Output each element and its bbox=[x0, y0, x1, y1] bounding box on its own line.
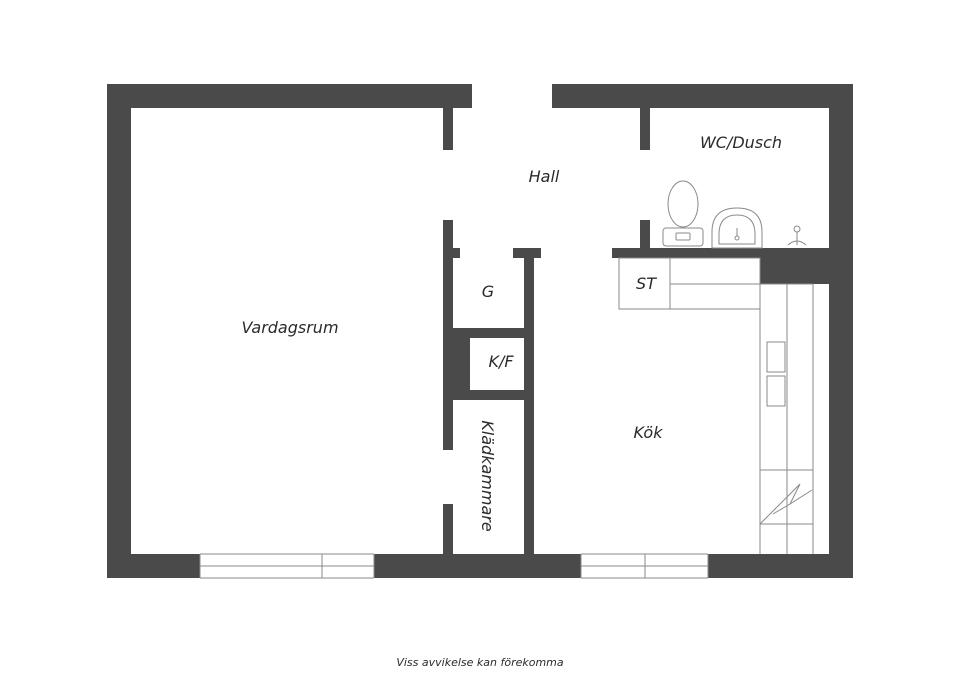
wall-g-bottom bbox=[453, 328, 524, 338]
room-labels: Vardagsrum Hall WC/Dusch G ST K/F Klädka… bbox=[241, 133, 782, 532]
wall-wc-corner bbox=[760, 258, 829, 284]
wall-closets-left-upper bbox=[443, 220, 453, 450]
wall-g-top-left bbox=[453, 248, 460, 258]
label-kladkammare: Klädkammare bbox=[478, 420, 497, 532]
disclaimer-text: Viss avvikelse kan förekomma bbox=[396, 656, 564, 669]
window-vardagsrum bbox=[199, 553, 375, 579]
wall-hall-left-stub bbox=[443, 108, 453, 150]
electrical-panel-icon bbox=[759, 483, 813, 525]
shower-faucet-icon bbox=[787, 225, 807, 246]
wall-kf-bottom bbox=[453, 390, 524, 400]
outer-walls bbox=[107, 84, 853, 578]
wall-closets-right bbox=[524, 258, 534, 554]
label-kok: Kök bbox=[634, 423, 664, 442]
toilet-icon bbox=[662, 180, 704, 247]
wall-hall-right-stub bbox=[640, 108, 650, 150]
label-st: ST bbox=[636, 274, 657, 293]
label-wc: WC/Dusch bbox=[700, 133, 782, 152]
wall-bottom-2 bbox=[374, 554, 581, 578]
wall-g-top-right bbox=[513, 248, 541, 258]
wall-kf-left bbox=[453, 338, 470, 390]
windows bbox=[199, 553, 709, 579]
wall-left bbox=[107, 84, 131, 578]
wall-right bbox=[829, 84, 853, 578]
stove-icon bbox=[766, 341, 786, 373]
label-vardagsrum: Vardagsrum bbox=[241, 318, 338, 337]
wall-top-left bbox=[107, 84, 472, 108]
wall-wc-bottom bbox=[612, 248, 829, 258]
kitchen-counters bbox=[618, 257, 814, 554]
bathroom-fixtures bbox=[662, 180, 807, 249]
wall-top-right bbox=[552, 84, 853, 108]
label-g: G bbox=[482, 282, 494, 301]
label-kf: K/F bbox=[488, 352, 514, 371]
wall-closets-left-lower bbox=[443, 504, 453, 554]
wall-bottom-3 bbox=[708, 554, 853, 578]
sink-icon bbox=[711, 207, 763, 249]
oven-icon bbox=[766, 375, 786, 407]
wall-wc-left-lower bbox=[640, 220, 650, 248]
wall-bottom-1 bbox=[107, 554, 200, 578]
interior-walls bbox=[443, 108, 829, 554]
window-kok bbox=[580, 553, 709, 579]
counter-top-upper bbox=[669, 257, 761, 285]
label-hall: Hall bbox=[529, 167, 560, 186]
